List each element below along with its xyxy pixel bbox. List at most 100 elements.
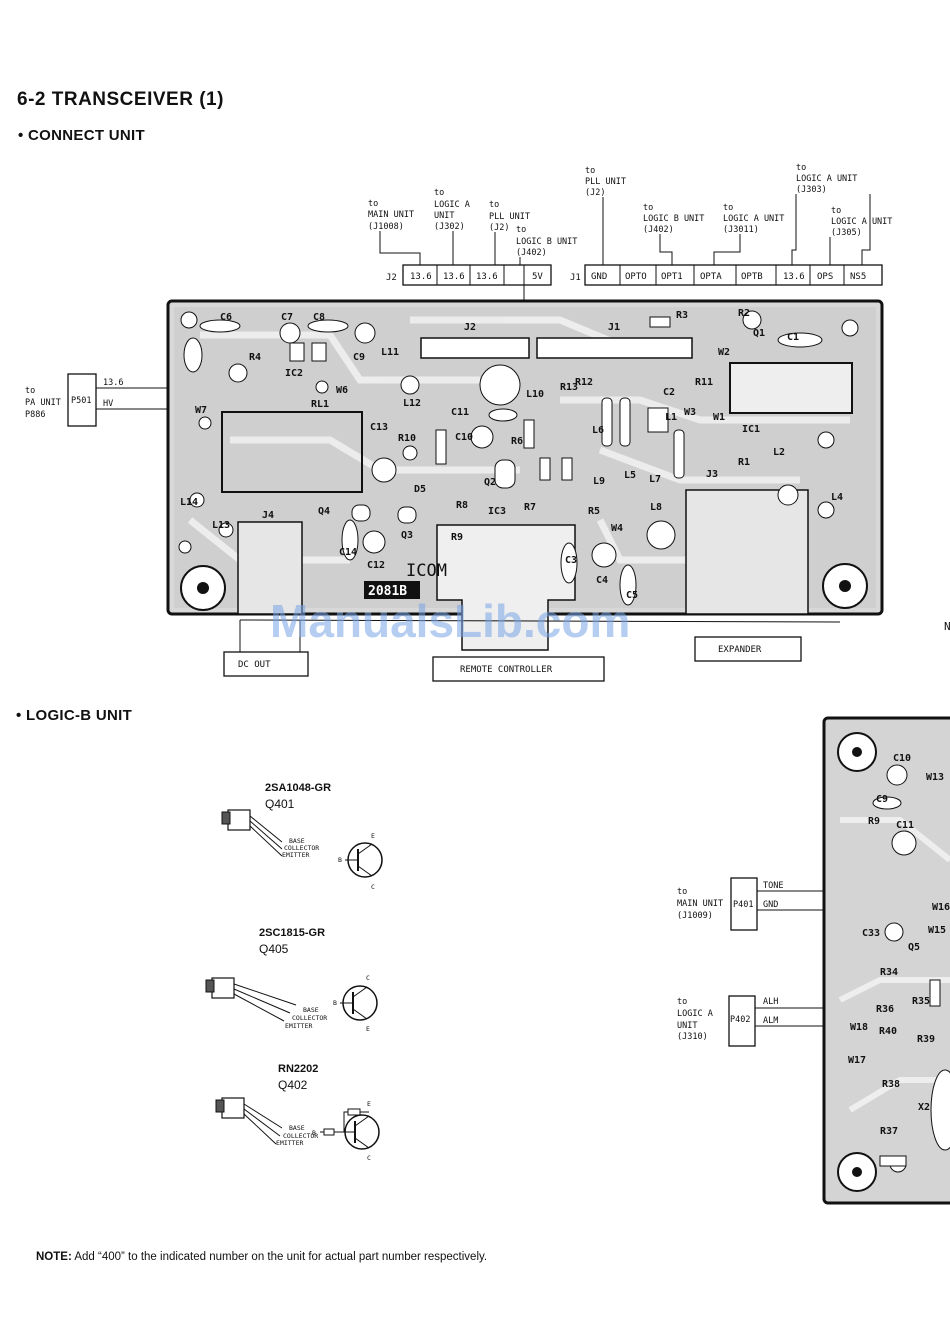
j1-connector: J1 GND OPTO OPT1 OPTA OPTB 13.6 OPS NS5 [570,264,883,286]
dest-logic-a-j3011: to LOGIC A UNIT (J3011) [723,203,784,235]
footnote: NOTE: Add “400” to the indicated number … [36,1251,487,1263]
p402-label: P402 [730,1015,750,1025]
svg-text:R40: R40 [879,1026,897,1037]
q402-ref: Q402 [278,1078,308,1092]
j2-pin-5: 5V [532,272,543,282]
svg-text:LOGIC A UNIT: LOGIC A UNIT [831,217,892,227]
svg-text:R10: R10 [398,433,416,444]
svg-text:PLL UNIT: PLL UNIT [585,177,626,187]
svg-text:L2: L2 [773,447,785,458]
destination-labels: to MAIN UNIT (J1008) to LOGIC A UNIT (J3… [368,163,892,258]
svg-text:to: to [25,386,35,396]
svg-text:B: B [312,1129,316,1137]
svg-text:IC2: IC2 [285,368,303,379]
svg-text:L10: L10 [526,389,544,400]
dest-logic-b-j402: to LOGIC B UNIT (J402) [516,225,577,258]
svg-text:W6: W6 [336,385,348,396]
j2-connector: J2 13.6 13.6 13.6 5V [386,264,552,286]
svg-text:W16: W16 [932,902,950,913]
j2-pin-1: 13.6 [410,272,432,282]
svg-text:Q5: Q5 [908,942,920,953]
svg-text:R12: R12 [575,377,593,388]
svg-text:W2: W2 [718,347,730,358]
j1-pin-ns5: NS5 [850,272,866,282]
svg-text:C13: C13 [370,422,388,433]
svg-text:RL1: RL1 [311,399,329,410]
p401-label: P401 [733,900,753,910]
transistor-q405: BASE COLLECTOR EMITTER B C E [205,974,378,1033]
svg-text:BASE: BASE [303,1006,319,1014]
q401-part-name: 2SA1048-GR [265,782,332,794]
svg-text:to: to [516,225,526,235]
connect-part-labels: C6 C7 C8 C9 C13 C12 C14 C11 C10 C1 C2 C3… [180,308,843,601]
svg-text:PA UNIT: PA UNIT [25,398,61,408]
j2-label: J2 [386,273,397,283]
svg-text:R6: R6 [511,436,523,447]
svg-text:MAIN UNIT: MAIN UNIT [677,899,723,909]
page-title: 6-2 TRANSCEIVER (1) [17,89,224,110]
svg-text:EMITTER: EMITTER [282,851,309,859]
svg-text:C: C [371,883,375,891]
svg-text:R37: R37 [880,1126,898,1137]
dest-pll-j2: to PLL UNIT (J2) [489,200,530,233]
svg-text:J3: J3 [706,469,718,480]
p501-label: P501 [71,396,91,406]
svg-text:R9: R9 [451,532,463,543]
svg-text:R13: R13 [560,382,578,393]
svg-text:B: B [333,999,337,1007]
q405-ref: Q405 [259,942,289,956]
dest-logic-a-j305: to LOGIC A UNIT (J305) [831,206,892,238]
svg-text:E: E [366,1025,370,1033]
svg-text:L9: L9 [593,476,605,487]
svg-text:W17: W17 [848,1055,866,1066]
svg-text:LOGIC A: LOGIC A [434,200,470,210]
svg-text:C14: C14 [339,547,357,558]
svg-text:C9: C9 [876,794,888,805]
svg-text:C: C [367,1154,371,1162]
svg-text:P886: P886 [25,410,45,420]
transistor-q402: BASE COLLECTOR EMITTER B E C [215,1097,380,1162]
svg-text:R1: R1 [738,457,750,468]
svg-text:(J310): (J310) [677,1032,708,1042]
dest-logic-b-j1: to LOGIC B UNIT (J402) [643,203,704,235]
j1-pin-13-6: 13.6 [783,272,805,282]
svg-text:C10: C10 [455,432,473,443]
connect-footer-labels: DC OUT REMOTE CONTROLLER EXPANDER N [223,619,950,682]
svg-text:C11: C11 [451,407,469,418]
svg-text:to: to [368,199,378,209]
svg-text:LOGIC A: LOGIC A [677,1009,713,1019]
svg-text:E: E [371,832,375,840]
svg-text:to: to [434,188,444,198]
svg-text:X2: X2 [918,1102,930,1113]
p402-pin-alh: ALH [763,997,778,1007]
svg-text:C: C [366,974,370,982]
svg-text:Q1: Q1 [753,328,765,339]
svg-text:C3: C3 [565,555,577,566]
svg-text:(J302): (J302) [434,222,465,232]
j1-pin-opto: OPTO [625,272,647,282]
j1-pin-gnd: GND [591,272,607,282]
svg-text:W15: W15 [928,925,946,936]
svg-text:W13: W13 [926,772,944,783]
svg-text:R11: R11 [695,377,713,388]
svg-text:R4: R4 [249,352,261,363]
note-text: Add “400” to the indicated number on the… [74,1251,488,1263]
svg-text:R9: R9 [868,816,880,827]
j1-pin-opt1: OPT1 [661,272,683,282]
svg-text:MAIN UNIT: MAIN UNIT [368,210,414,220]
svg-text:EMITTER: EMITTER [285,1022,312,1030]
j1-pin-optb: OPTB [741,272,763,282]
svg-text:(J1008): (J1008) [368,222,404,232]
j1-label: J1 [570,273,581,283]
p501-pin-hv: HV [103,399,113,409]
board-brand: ICOM [406,561,447,581]
svg-text:to: to [831,206,841,216]
connect-unit-pcb: ICOM 2081B C6 C7 C8 C9 C13 C12 C14 C11 C… [166,299,884,651]
svg-text:(J3011): (J3011) [723,225,759,235]
svg-text:BASE: BASE [289,837,305,845]
dest-logic-a-j302: to LOGIC A UNIT (J302) [434,188,470,232]
svg-text:L11: L11 [381,347,399,358]
svg-text:LOGIC B UNIT: LOGIC B UNIT [516,237,577,247]
svg-text:R3: R3 [676,310,688,321]
